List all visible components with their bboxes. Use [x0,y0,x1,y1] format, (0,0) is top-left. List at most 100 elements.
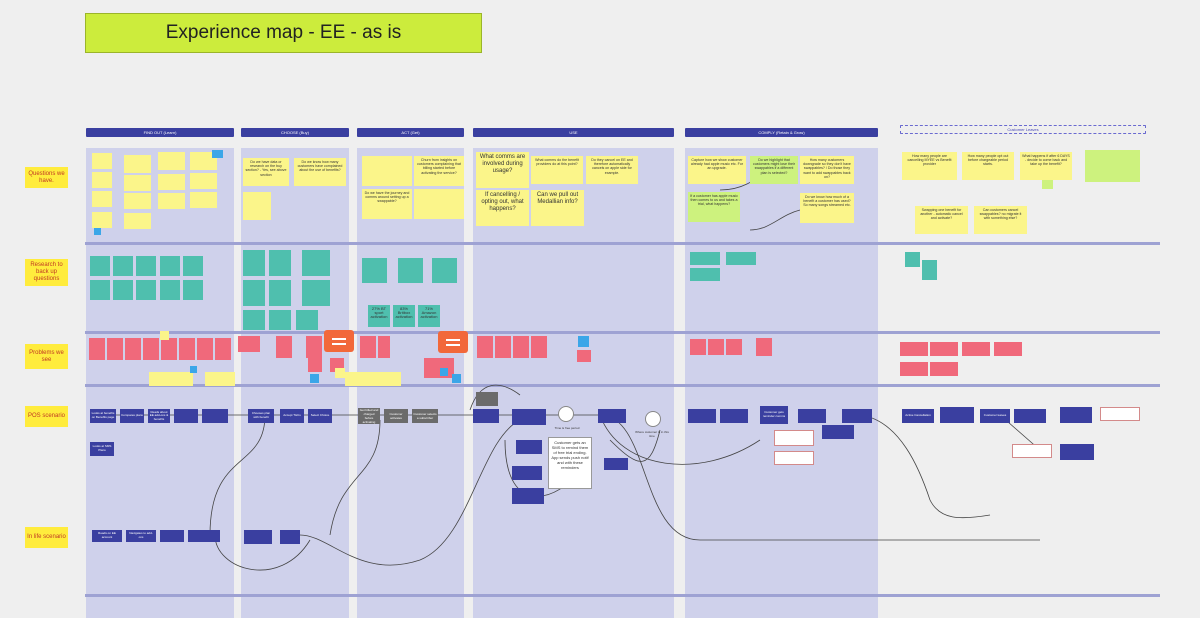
problem-note[interactable] [197,338,213,360]
stat-note[interactable]: 27% BT sport activation [368,305,390,327]
flow-step[interactable] [202,409,228,423]
question-note[interactable]: Do they cancel on EE and therefore autom… [586,156,638,184]
flow-step[interactable] [1060,407,1092,423]
flow-step[interactable]: Reads about EE add-ons & benefits [148,409,170,423]
flow-step[interactable]: Customer selects a subscriber [412,409,438,423]
flow-step[interactable] [280,530,300,544]
flow-step[interactable]: Looks at benefits on Benefits page [90,409,116,423]
research-note[interactable] [160,256,180,276]
flow-step[interactable]: Customer activates [384,409,408,423]
problem-note[interactable] [900,362,928,376]
flow-step[interactable] [598,409,626,423]
sticky-note[interactable] [212,150,223,158]
sticky-note[interactable] [335,368,345,378]
problem-note[interactable] [726,339,742,355]
research-note[interactable] [726,252,756,265]
flow-step[interactable] [174,409,198,423]
sticky-note[interactable] [440,368,448,376]
research-note[interactable] [243,280,265,306]
sticky-note[interactable] [124,213,151,229]
flow-step[interactable]: Select Choice [308,409,332,423]
page-title[interactable]: Experience map - EE - as is [85,13,482,53]
flow-note[interactable] [1012,444,1052,458]
column-header-act[interactable]: ACT (Get) [357,128,464,137]
question-note[interactable]: Do we know how much of a benefit a custo… [800,193,854,223]
problem-note[interactable] [143,338,159,360]
research-note[interactable] [302,250,330,276]
problem-note[interactable] [215,338,231,360]
question-note[interactable]: If a customer has apple music then comes… [688,192,740,222]
research-note[interactable] [905,252,920,267]
flow-step[interactable]: Navigates to add-ons [126,530,156,542]
research-note[interactable] [183,256,203,276]
sticky-note[interactable] [243,192,271,220]
research-note[interactable] [113,280,133,300]
flow-step[interactable] [822,425,854,439]
research-note[interactable] [160,280,180,300]
flow-step[interactable] [1060,444,1094,460]
sticky-note[interactable] [149,372,193,386]
sticky-note[interactable] [310,374,319,383]
question-note[interactable]: Do we have data or research on the buy s… [243,158,289,186]
research-note[interactable] [922,260,937,280]
row-label-research[interactable]: Research to back up questions [25,259,68,286]
sticky-note[interactable] [1042,180,1053,189]
sticky-note[interactable] [158,152,185,170]
problem-note[interactable] [756,338,772,356]
problem-note[interactable] [930,362,958,376]
question-note[interactable]: Capture how we show customer already had… [688,156,746,184]
research-note[interactable] [113,256,133,276]
research-note[interactable] [183,280,203,300]
problem-note[interactable] [577,350,591,362]
problem-note[interactable] [125,338,141,360]
flow-step[interactable] [720,409,748,423]
sticky-note[interactable] [190,366,197,373]
sticky-note[interactable] [190,152,217,170]
sticky-note[interactable] [158,193,185,209]
column-header-choose[interactable]: CHOOSE (Buy) [241,128,349,137]
question-note[interactable]: What comms do the benefit providers do a… [531,156,583,184]
flow-step[interactable]: Reads on EE account [92,530,122,542]
problem-note[interactable] [531,336,547,358]
research-note[interactable] [296,310,318,330]
row-label-pos[interactable]: POS scenario [25,406,68,427]
flow-step[interactable] [512,488,544,504]
sticky-note[interactable] [414,189,464,219]
sticky-note[interactable] [124,193,151,209]
flow-step[interactable]: Customer gets reminder comms [760,406,788,424]
problem-note[interactable] [930,342,958,356]
sticky-note[interactable] [124,175,151,191]
question-note[interactable]: What happens if after 6 DAYS - decide to… [1020,152,1072,180]
flow-step[interactable] [940,407,974,423]
row-label-questions[interactable]: Questions we have. [25,167,68,188]
flow-step[interactable] [516,440,542,454]
research-note[interactable] [243,250,265,276]
comment-icon[interactable] [438,331,468,353]
research-note[interactable] [90,256,110,276]
question-note[interactable]: How many people opt out before chargeabl… [962,152,1014,180]
problem-note[interactable] [994,342,1022,356]
sticky-note[interactable] [452,374,461,383]
sticky-note[interactable] [190,192,217,208]
sticky-note[interactable] [92,191,112,207]
question-note[interactable]: What comms are involved during usage? [476,152,529,188]
research-note[interactable] [398,258,423,283]
problem-note[interactable] [89,338,105,360]
problem-note[interactable] [900,342,928,356]
sticky-note[interactable] [94,228,101,235]
question-note[interactable]: If cancelling / opting out, what happens… [476,190,529,226]
problem-note[interactable] [690,339,706,355]
sticky-note[interactable] [92,212,112,228]
research-note[interactable] [362,258,387,283]
flow-step[interactable] [160,530,184,542]
research-note[interactable] [136,256,156,276]
flow-note[interactable] [774,451,814,465]
sticky-note[interactable] [205,372,235,386]
flow-step[interactable] [1014,409,1046,423]
flow-note[interactable] [1100,407,1140,421]
research-note[interactable] [269,310,291,330]
question-note[interactable]: How many customers downgrade so they don… [800,156,854,184]
research-note[interactable] [690,268,720,281]
flow-note[interactable] [774,430,814,446]
comment-icon[interactable] [324,330,354,352]
